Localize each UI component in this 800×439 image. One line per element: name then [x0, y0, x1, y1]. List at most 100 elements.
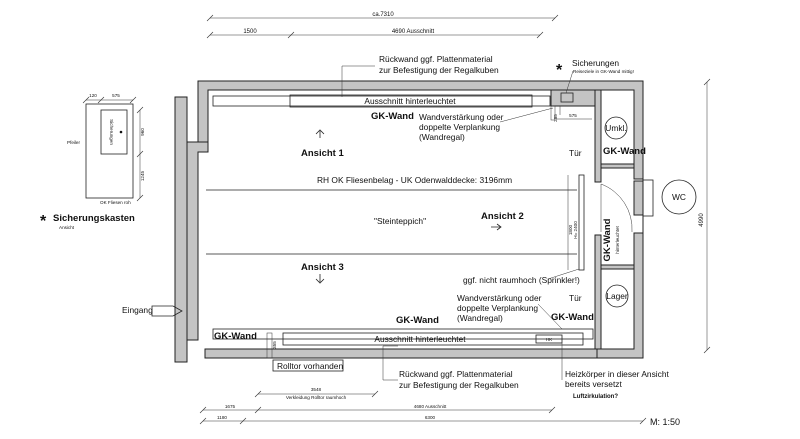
ansicht-1-label: Ansicht 1: [301, 148, 344, 159]
gk-wand-vertical: GK-Wand: [602, 218, 613, 261]
sicherungen-sub: Reiseziele in GK-Wand mittig!: [573, 69, 634, 74]
dim-1245: 1245: [140, 170, 145, 181]
vertical-shelf: [578, 174, 585, 271]
rueckwand-bottom-line2: zur Befestigung der Regalkuben: [399, 380, 519, 390]
room-labels: Ansicht 1 RH OK Fliesenbelag - UK Odenwa…: [122, 146, 646, 342]
top-back-panel: [212, 95, 551, 107]
bottom-annotations: Rolltor vorhanden Rückwand ggf. Plattenm…: [272, 342, 669, 400]
ausschnitt-top-label: Ausschnitt hinterleuchtet: [364, 96, 456, 106]
right-dimension: 4990: [699, 78, 711, 354]
heizkoerper-line1: Heizkörper in dieser Ansicht: [565, 369, 669, 379]
left-wall-return: [186, 141, 209, 341]
asterisk-icon: *: [556, 62, 563, 79]
arrow-up-icon: [315, 129, 325, 138]
rolltor-label: Rolltor vorhanden: [277, 361, 343, 371]
hk-label: HK: [546, 337, 553, 342]
arrow-right-icon: [491, 223, 502, 231]
dim-960: 960: [140, 128, 145, 136]
wandverstaerkung-top-1: Wandverstärkung oder: [419, 112, 504, 122]
bottom-wall: [204, 348, 598, 359]
arrow-down-icon: [315, 274, 325, 284]
entrance-pillar: [174, 96, 188, 363]
rueckwand-top-line2: zur Befestigung der Regalkuben: [379, 65, 499, 75]
dim-355: 355: [272, 341, 277, 349]
dim-2400: H= 2400: [573, 221, 578, 239]
dim-1800: 1800: [568, 224, 573, 235]
partition-wall-lower: [594, 234, 602, 350]
wc-wall-upper: [600, 163, 635, 169]
top-dimension-chain: ca.7310 1500 4690 Ausschnitt: [206, 12, 559, 39]
dim-4690: 4690 Ausschnitt: [392, 29, 435, 35]
umkl-label: Umkl.: [605, 123, 626, 133]
tuer-bottom-label: Tür: [569, 293, 582, 303]
top-annotations: Rückwand ggf. Plattenmaterial zur Befest…: [341, 54, 634, 142]
umkl-circle: [604, 116, 628, 140]
sicherungen-vertical-label: Sicherungen: [109, 119, 114, 145]
rueckwand-top-line1: Rückwand ggf. Plattenmaterial: [379, 54, 493, 64]
steinteppich-label: "Steinteppich": [374, 216, 426, 226]
ok-fliesen-label: OK Fliesen roh: [100, 200, 131, 205]
gk-wand-bottom-right: GK-Wand: [551, 312, 594, 323]
scale-label: M: 1:50: [650, 417, 680, 427]
gk-wand-right-top: GK-Wand: [603, 146, 646, 157]
dim-ca-7310: ca.7310: [372, 12, 394, 18]
dim-120: 120: [89, 93, 97, 98]
eingang-label: Eingang: [122, 305, 153, 315]
pfeiler-detail: 120 575 Sicherungen Pfeiler 960 1245 OK …: [40, 93, 145, 230]
pfeiler-label: Pfeiler: [67, 140, 80, 145]
dim-4990: 4990: [699, 213, 705, 227]
wandverstaerkung-bottom-1: Wandverstärkung oder: [457, 293, 542, 303]
rueckwand-bottom-line1: Rückwand ggf. Plattenmaterial: [399, 369, 513, 379]
gk-wand-bottom-left: GK-Wand: [214, 331, 257, 342]
top-cutout: [289, 94, 533, 108]
verkleidung-label: Verkleidung Rolltor raumhoch: [286, 395, 347, 400]
lager-circle: [605, 284, 629, 308]
ansicht-3-label: Ansicht 3: [301, 262, 344, 273]
rolltor-box: [272, 359, 344, 372]
asterisk-icon: *: [40, 213, 47, 230]
partition-wall-upper: [594, 89, 602, 183]
interior: Ausschnitt hinterleuchtet 1800 H= 2400 A…: [206, 92, 633, 359]
dim-1675: 1675: [225, 404, 236, 409]
dim-4680: 4680 Ausschnitt: [414, 404, 447, 409]
door-swing: [600, 183, 633, 233]
bottom-back-panel: [212, 328, 594, 340]
dim-6300: 6300: [425, 415, 436, 420]
gk-wand-bottom-mid: GK-Wand: [396, 315, 439, 326]
sicherungen-label: Sicherungen: [572, 58, 619, 68]
walls: [174, 80, 644, 363]
lager-label: Lager: [606, 291, 628, 301]
ansicht-2-label: Ansicht 2: [481, 211, 524, 222]
wc-wall-lower: [600, 264, 635, 270]
rh-note: RH OK Fliesenbelag - UK Odenwalddecke: 3…: [317, 175, 512, 185]
entrance-arrow-icon: [151, 305, 183, 317]
dim-1180: 1180: [217, 415, 227, 420]
dim-1500: 1500: [243, 29, 257, 35]
ausschnitt-bottom-label: Ausschnitt hinterleuchtet: [374, 334, 466, 344]
wc-circle: [661, 179, 697, 215]
bottom-dimension-chains: 3548 Verkleidung Rolltor raumhoch 1675 4…: [199, 387, 647, 425]
gk-wand-top: GK-Wand: [371, 111, 414, 122]
view-arrows: [151, 129, 502, 317]
wandverstaerkung-top-2: doppelte Verplankung: [419, 122, 500, 132]
wandverstaerkung-top-3: (Wandregal): [419, 132, 465, 142]
sicherungskasten-title: Sicherungskasten: [53, 213, 135, 224]
gk-wand-vertical-sub: hinterleuchtet: [615, 225, 620, 253]
bottom-cutout: [282, 332, 584, 346]
dim-285: 285: [553, 114, 558, 122]
luftzirkulation-label: Luftzirkulation?: [573, 394, 618, 400]
wandverstaerkung-bottom-3: (Wandregal): [457, 313, 503, 323]
sicherungskasten-sub: Ansicht: [59, 225, 75, 230]
heater-box: [535, 334, 563, 344]
heizkoerper-line2: bereits versetzt: [565, 379, 622, 389]
dim-3548: 3548: [311, 387, 322, 392]
tuer-top-label: Tür: [569, 148, 582, 158]
dim-575-left: 575: [112, 93, 120, 98]
wc-label: WC: [672, 192, 686, 202]
fuse-box: [560, 92, 574, 103]
wandverstaerkung-bottom-2: doppelte Verplankung: [457, 303, 538, 313]
sprinkler-note: ggf. nicht raumhoch (Sprinkler!): [463, 275, 580, 285]
dim-575-right: 575: [569, 113, 577, 118]
wc-area: WC Umkl. Lager: [604, 116, 697, 308]
